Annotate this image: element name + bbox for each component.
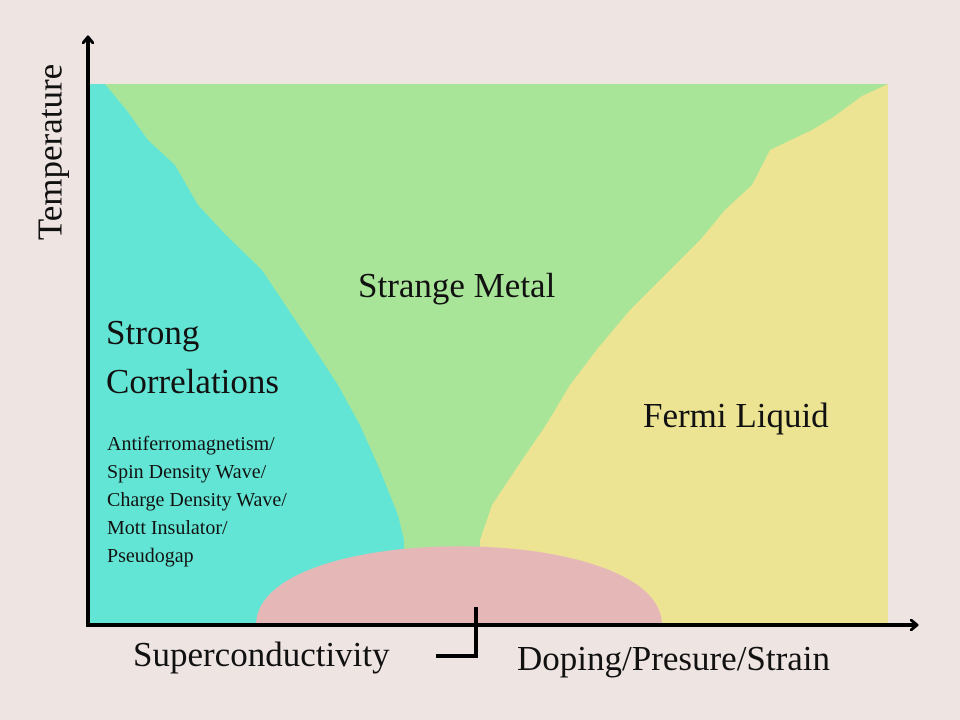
strange-metal-label: Strange Metal [358, 266, 556, 305]
phase-item: Antiferromagnetism/ [107, 433, 275, 455]
fermi-liquid-region [480, 84, 888, 625]
phase-item: Pseudogap [107, 545, 194, 567]
phase-item: Charge Density Wave/ [107, 489, 287, 511]
strong-correlations-label-line1: Strong [106, 313, 200, 352]
superconductivity-dome [256, 546, 662, 625]
superconductivity-label: Superconductivity [133, 635, 390, 674]
strong-correlations-region [88, 84, 404, 625]
phase-list: Antiferromagnetism/ Spin Density Wave/ C… [107, 430, 287, 570]
phase-item: Spin Density Wave/ [107, 461, 267, 483]
y-axis-label: Temperature [30, 63, 70, 241]
superconductivity-leader-line [436, 607, 478, 658]
fermi-liquid-label: Fermi Liquid [643, 396, 829, 435]
phase-item: Mott Insulator/ [107, 517, 228, 539]
strong-correlations-label-line2: Correlations [106, 362, 280, 401]
x-axis-label: Doping/Presure/Strain [517, 639, 831, 678]
